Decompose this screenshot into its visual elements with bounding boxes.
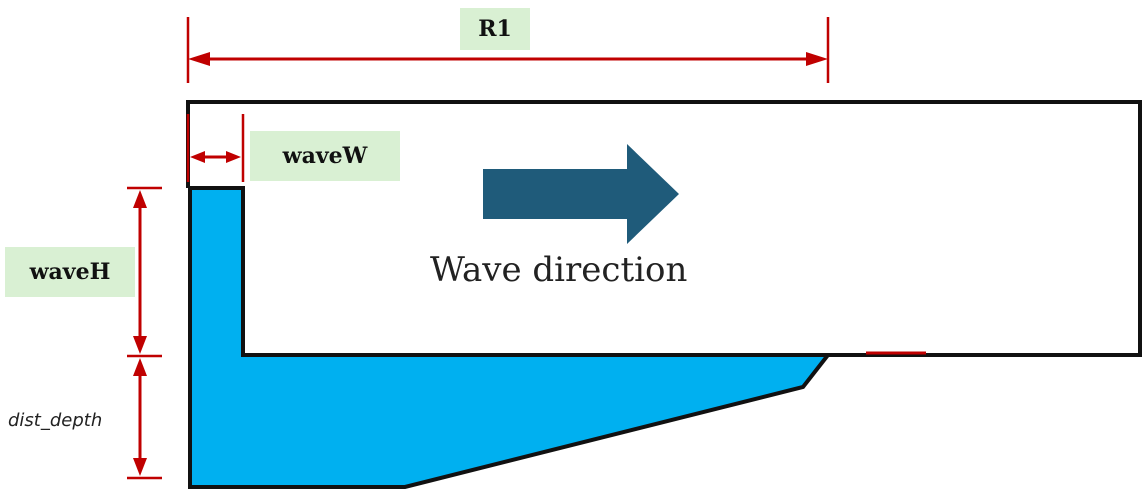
dist-depth-label: dist_depth	[8, 410, 103, 431]
wave-height-label: waveH	[5, 247, 135, 297]
waveh-dimension	[127, 186, 162, 358]
dist-depth-dimension	[127, 358, 162, 480]
r1-label: R1	[460, 8, 530, 50]
water-region	[188, 186, 833, 489]
wave-direction-label: Wave direction	[430, 250, 688, 290]
r1-dimension	[186, 17, 830, 83]
wavew-dimension	[186, 114, 245, 182]
wave-width-label: waveW	[250, 131, 400, 181]
arrow-right-icon	[483, 144, 679, 244]
